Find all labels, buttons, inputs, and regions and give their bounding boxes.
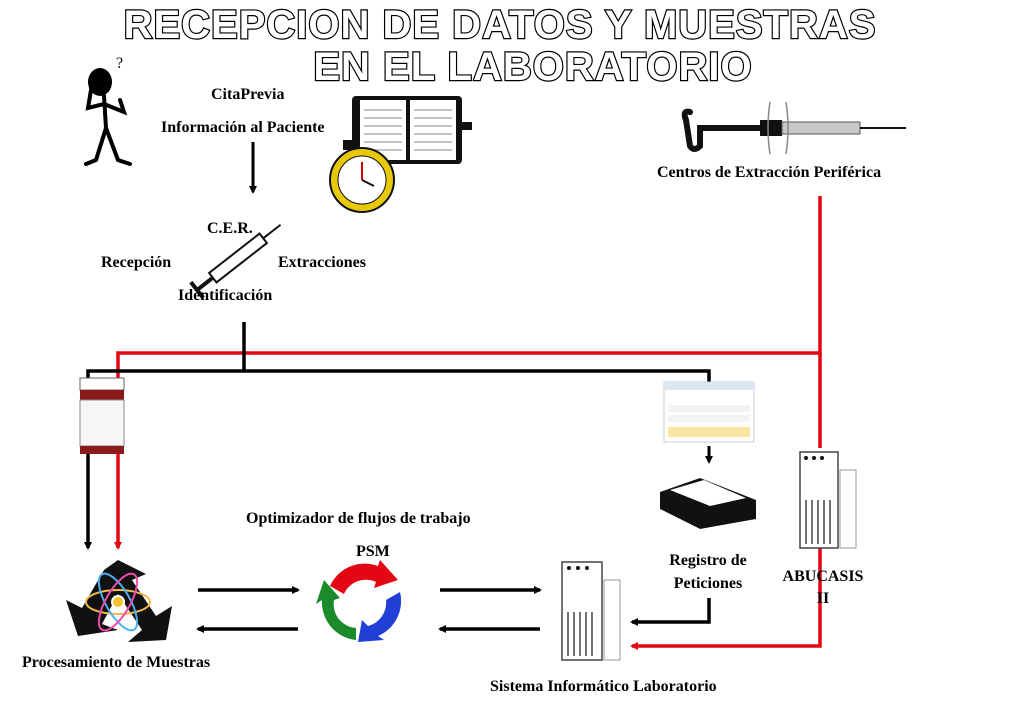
title-line-2: EN EL LABORATORIO: [313, 45, 752, 89]
extracciones-label: Extracciones: [278, 254, 366, 271]
thinking-person-icon: ?: [84, 55, 132, 166]
registro-line-2: Peticiones: [673, 575, 743, 592]
sistema-informatico-label: Sistema Informático Laboratorio: [490, 678, 717, 695]
informacion-paciente-label: Información al Paciente: [161, 119, 325, 136]
procesamiento-label: Procesamiento de Muestras: [22, 654, 211, 671]
syringe-icon: [189, 223, 282, 300]
abucasis-line-2: II: [816, 590, 830, 607]
cer-label: C.E.R.: [207, 220, 253, 237]
optimizador-label: Optimizador de flujos de trabajo: [246, 510, 471, 527]
registro-line-1: Registro de: [669, 552, 747, 569]
identificacion-label: Identificación: [178, 287, 273, 304]
server-icon: [561, 561, 621, 661]
web-form-icon: [663, 381, 755, 443]
sample-flow-line: [116, 196, 822, 382]
abucasis-line-1: ABUCASIS: [782, 568, 864, 585]
stopwatch-icon: [329, 140, 395, 213]
sample-tube-icon: [79, 377, 125, 454]
title-line-1: RECEPCION DE DATOS Y MUESTRAS: [124, 3, 877, 47]
data-flow-line: [630, 598, 711, 626]
printer-icon: [659, 478, 757, 532]
psm-label: PSM: [356, 543, 390, 560]
centros-extraccion-label: Centros de Extracción Periférica: [657, 164, 882, 181]
svg-text:?: ?: [116, 55, 123, 72]
syringe-icon: [681, 101, 906, 155]
recycle-atom-icon: [66, 560, 172, 642]
abucasis-label: ABUCASIS II: [770, 566, 876, 610]
recepcion-label: Recepción: [101, 254, 172, 271]
cycle-arrows-icon: [316, 560, 402, 642]
server-icon: [799, 451, 857, 549]
registro-peticiones-label: Registro de Peticiones: [652, 549, 764, 595]
agenda-icon: [352, 96, 472, 164]
cita-previa-label: CitaPrevia: [211, 86, 285, 103]
data-flow-line: [86, 369, 711, 386]
